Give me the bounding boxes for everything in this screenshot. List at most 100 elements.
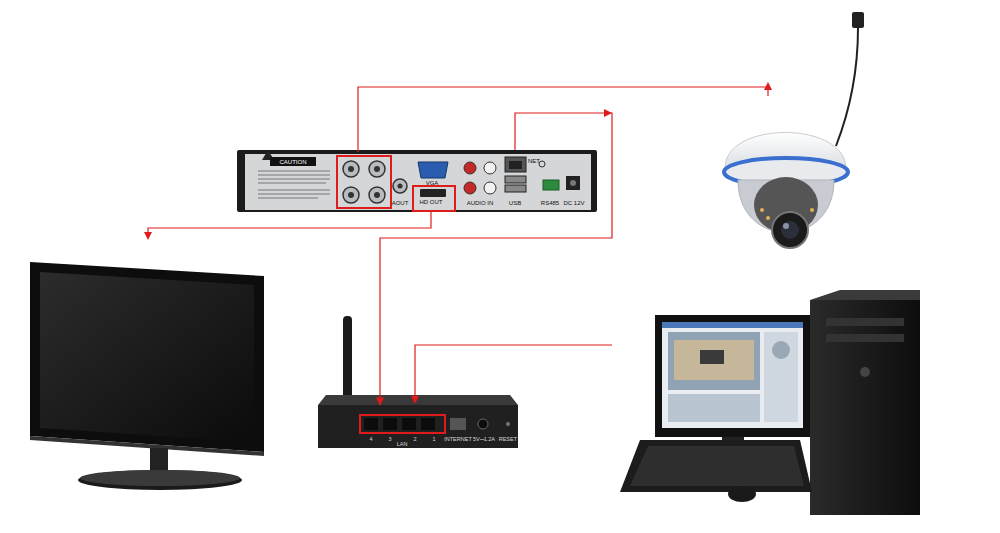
signal-wire-part bbox=[415, 345, 612, 398]
router-part-part bbox=[421, 418, 435, 430]
dvr-recorder-part bbox=[348, 166, 403, 198]
router-part bbox=[364, 418, 466, 430]
desktop-computer-part bbox=[662, 322, 803, 328]
desktop-computer-part bbox=[764, 332, 798, 422]
dvr-recorder-part bbox=[543, 180, 559, 190]
arrow-head bbox=[144, 82, 772, 404]
arrow-head-part bbox=[764, 82, 772, 90]
port-label: 4 bbox=[369, 436, 372, 442]
network-cable bbox=[380, 113, 612, 405]
dome-camera-part bbox=[760, 208, 814, 220]
router-part bbox=[318, 395, 518, 405]
port-label: INTERNET bbox=[444, 436, 472, 442]
dvr-recorder-part-part bbox=[258, 171, 330, 172]
dvr-recorder-part bbox=[566, 176, 580, 190]
router-part bbox=[478, 419, 488, 429]
port-label: 1 bbox=[432, 436, 435, 442]
dvr-recorder-part bbox=[343, 161, 407, 203]
monitor-part bbox=[30, 436, 264, 456]
dome-camera-part bbox=[783, 223, 789, 229]
router-front: 4 3LAN 2 1 INTERNET5V⎓1.2A RESET bbox=[318, 405, 518, 448]
desktop-computer-part bbox=[826, 334, 904, 342]
desktop-computer-part bbox=[662, 322, 803, 428]
port-label: CAUTION bbox=[280, 159, 307, 166]
desktop-computer-part bbox=[674, 340, 754, 380]
router-part-part bbox=[383, 418, 397, 430]
desktop-computer-part bbox=[810, 300, 920, 515]
dvr-recorder-part bbox=[505, 157, 526, 172]
dvr-recorder-part-part bbox=[393, 179, 407, 193]
desktop-computer bbox=[620, 290, 920, 515]
port-label: 3 bbox=[388, 436, 391, 442]
dvr-recorder-part bbox=[420, 189, 446, 197]
dvr-recorder-part bbox=[570, 180, 576, 186]
dvr-recorder-part-part bbox=[464, 182, 476, 194]
dvr-recorder-part-part bbox=[374, 192, 380, 198]
dome-camera-part-part bbox=[760, 208, 764, 212]
router bbox=[318, 316, 518, 448]
desktop-computer-part bbox=[772, 341, 790, 359]
dome-camera bbox=[724, 12, 864, 248]
dvr-recorder-part-part bbox=[484, 162, 496, 174]
port-label: RESET bbox=[499, 436, 517, 442]
dome-camera-part bbox=[836, 28, 858, 146]
dvr-recorder-part-part bbox=[258, 179, 330, 180]
router-part-part bbox=[402, 418, 416, 430]
dome-camera-part bbox=[852, 12, 864, 28]
monitor-part bbox=[80, 470, 240, 486]
desktop-computer-part bbox=[860, 367, 870, 377]
desktop-computer-part bbox=[630, 446, 804, 486]
desktop-computer-part bbox=[668, 394, 760, 422]
router-part bbox=[343, 316, 352, 404]
dvr-recorder-part bbox=[258, 171, 330, 198]
dvr-recorder-part-part bbox=[374, 166, 380, 172]
dome-camera-part bbox=[754, 177, 818, 233]
monitor-part bbox=[78, 470, 242, 490]
desktop-computer-part bbox=[668, 332, 760, 390]
dvr-recorder-part-part bbox=[369, 161, 385, 177]
dome-camera-part-part bbox=[810, 208, 814, 212]
router-part bbox=[360, 415, 445, 433]
desktop-computer-part bbox=[700, 350, 724, 364]
dvr-recorder-part-part bbox=[348, 166, 354, 172]
router-part-part bbox=[364, 418, 378, 430]
dvr-recorder-part-part bbox=[398, 184, 403, 189]
dvr-recorder-part-part bbox=[343, 161, 359, 177]
port-label: RS485 bbox=[541, 200, 559, 207]
signal-wire bbox=[148, 87, 768, 398]
dvr-recorder-part bbox=[464, 162, 496, 194]
dvr-recorder-part-part bbox=[258, 194, 330, 195]
desktop-computer-part bbox=[655, 315, 810, 437]
dvr-recorder-part bbox=[337, 156, 391, 208]
desktop-computer-part bbox=[728, 486, 756, 502]
dvr-recorder-part-part bbox=[258, 190, 330, 191]
dvr-recorder-part-part bbox=[258, 175, 330, 176]
dvr-recorder-part bbox=[418, 162, 448, 178]
port-label: 2 bbox=[413, 436, 416, 442]
dome-camera-part-part bbox=[766, 216, 770, 220]
desktop-computer-part bbox=[826, 318, 904, 326]
dome-camera-part bbox=[772, 212, 808, 248]
port-label: HD OUT bbox=[420, 199, 443, 206]
dvr-recorder-part-part bbox=[369, 187, 385, 203]
arrow-head-part bbox=[144, 232, 152, 240]
router-part-part bbox=[450, 418, 466, 430]
monitor bbox=[30, 262, 264, 490]
dvr-recorder-part-part bbox=[484, 182, 496, 194]
desktop-computer-part bbox=[620, 440, 812, 492]
monitor-part bbox=[30, 262, 264, 452]
port-label: DC 12V bbox=[563, 200, 584, 207]
port-label: LAN bbox=[397, 441, 408, 447]
port-label: AUDIO IN bbox=[467, 200, 494, 207]
dvr-recorder-part-part bbox=[464, 162, 476, 174]
signal-wire-part bbox=[148, 212, 431, 233]
dvr-recorder-part bbox=[413, 186, 455, 211]
dvr-recorder-part-part bbox=[258, 183, 326, 184]
dvr-recorder-part-part bbox=[258, 198, 318, 199]
dvr-recorder-part-part bbox=[343, 187, 359, 203]
port-label: 5V⎓1.2A bbox=[473, 436, 495, 442]
